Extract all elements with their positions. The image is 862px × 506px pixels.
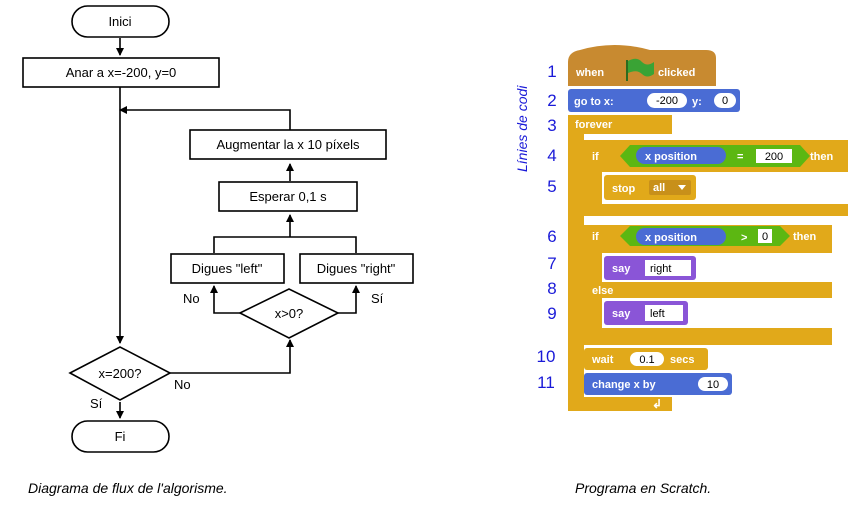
- increase-x-label: Augmentar la x 10 píxels: [216, 137, 360, 152]
- wait-value: 0.1: [639, 354, 654, 366]
- then-label-2: then: [793, 231, 817, 243]
- loop-arrow-icon: ↲: [652, 397, 662, 411]
- xpos-reporter-1: x position: [645, 151, 697, 163]
- set-position-label: Anar a x=-200, y=0: [66, 65, 177, 80]
- no-label-200: No: [174, 377, 191, 392]
- scratch-caption: Programa en Scratch.: [575, 480, 711, 496]
- increase-x-box: Augmentar la x 10 píxels: [189, 129, 387, 160]
- wait-box: Esperar 0,1 s: [218, 181, 358, 212]
- when-label: when: [575, 67, 604, 79]
- si-label-200: Sí: [90, 396, 103, 411]
- goto-y-value: 0: [722, 95, 728, 107]
- line-numbers: 1 2 3 4 5 6 7 8 9 10 11: [537, 62, 557, 392]
- forever-label: forever: [575, 119, 613, 131]
- if-label-2: if: [592, 231, 599, 243]
- line-number: 1: [547, 62, 556, 81]
- decision-x-positive: x>0?: [238, 288, 340, 339]
- flowchart: [116, 38, 360, 419]
- wait-block: wait 0.1 secs: [584, 348, 708, 370]
- if-equal-block: if x position = 200 then: [584, 140, 848, 216]
- goto-x-value: -200: [656, 95, 678, 107]
- say-label-1: say: [612, 263, 631, 275]
- then-label-1: then: [810, 151, 834, 163]
- si-label-right: Sí: [371, 291, 384, 306]
- goto-block: go to x: -200 y: 0: [568, 89, 740, 112]
- equals-operator: =: [737, 151, 743, 163]
- decision-x-200-label: x=200?: [98, 366, 141, 381]
- if-gt-value: 0: [762, 231, 768, 243]
- secs-label: secs: [670, 354, 694, 366]
- decision-x-200: x=200?: [68, 346, 172, 401]
- green-flag-icon: [626, 58, 654, 81]
- line-number: 7: [547, 254, 556, 273]
- greater-than-operator: >: [741, 232, 747, 244]
- forever-block: forever ↲: [568, 115, 672, 411]
- change-x-block: change x by 10: [584, 373, 732, 395]
- line-number: 6: [547, 227, 556, 246]
- start-label: Inici: [108, 14, 131, 29]
- line-number: 2: [547, 91, 556, 110]
- end-terminal: Fi: [71, 420, 170, 453]
- flowchart-caption: Diagrama de flux de l'algorisme.: [28, 480, 228, 496]
- say-left-label: Digues "left": [192, 261, 263, 276]
- if-equal-value: 200: [765, 151, 783, 163]
- clicked-label: clicked: [658, 67, 695, 79]
- decision-x-positive-label: x>0?: [275, 306, 304, 321]
- line-number: 3: [547, 116, 556, 135]
- when-flag-clicked-block: when clicked: [568, 45, 716, 86]
- if-else-block: if x position > 0 then else: [584, 225, 832, 345]
- say-right-box: Digues "right": [299, 253, 414, 284]
- line-number: 10: [537, 347, 556, 366]
- say-right-block: say right: [604, 256, 696, 280]
- no-label-left: No: [183, 291, 200, 306]
- say-right-value: right: [650, 263, 671, 275]
- say-left-block: say left: [604, 301, 688, 325]
- dropdown-arrow-icon: [678, 185, 686, 190]
- start-terminal: Inici: [71, 5, 170, 38]
- lines-vertical-label: Línies de codi: [514, 85, 530, 172]
- goto-label: go to x:: [574, 96, 614, 108]
- if-label: if: [592, 151, 599, 163]
- set-position-box: Anar a x=-200, y=0: [22, 57, 220, 88]
- line-number: 11: [537, 373, 555, 392]
- change-label: change x by: [592, 379, 656, 391]
- stop-option: all: [653, 182, 665, 194]
- line-number: 8: [547, 279, 556, 298]
- line-number: 4: [547, 146, 556, 165]
- say-left-value: left: [650, 308, 665, 320]
- line-number: 9: [547, 304, 556, 323]
- say-left-box: Digues "left": [170, 253, 285, 284]
- wait-label: wait: [591, 354, 614, 366]
- line-number: 5: [547, 177, 556, 196]
- stop-block: stop all: [604, 175, 696, 200]
- xpos-reporter-2: x position: [645, 232, 697, 244]
- goto-y-label: y:: [692, 96, 702, 108]
- stop-label: stop: [612, 183, 636, 195]
- say-right-label: Digues "right": [317, 261, 396, 276]
- wait-label: Esperar 0,1 s: [249, 189, 327, 204]
- say-label-2: say: [612, 308, 631, 320]
- else-label: else: [592, 285, 613, 297]
- end-label: Fi: [115, 429, 126, 444]
- change-value: 10: [707, 379, 719, 391]
